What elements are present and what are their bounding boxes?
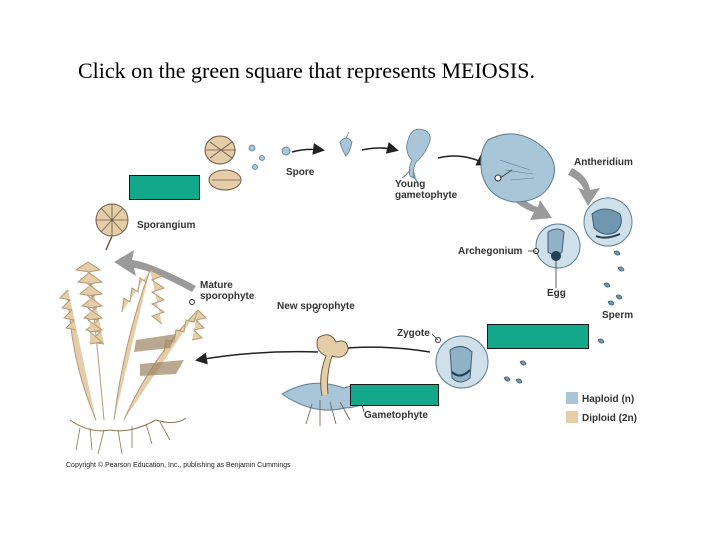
label-young-gametophyte-line1: Young — [395, 179, 426, 190]
label-sperm: Sperm — [602, 310, 634, 321]
young-gametophyte-illustration — [401, 128, 431, 183]
sporangium-illustrations — [95, 135, 242, 251]
label-mature-sporophyte-line2: sporophyte — [200, 291, 255, 302]
legend-label-haploid: Haploid (n) — [582, 394, 635, 405]
antheridium-illustration — [583, 197, 633, 247]
spore-illustrations — [248, 131, 353, 170]
new-sporophyte-illustration — [281, 307, 375, 426]
label-archegonium: Archegonium — [458, 246, 523, 257]
closed-sporangium-illustration — [95, 203, 129, 251]
copyright-notice: Copyright © Pearson Education, Inc., pub… — [66, 462, 291, 469]
mature-fern-illustration — [58, 261, 208, 455]
answer-box-gametophyte[interactable] — [350, 384, 439, 406]
opening-sporangium-illustration — [204, 135, 242, 191]
label-antheridium: Antheridium — [574, 157, 633, 168]
legend-swatch-haploid — [566, 392, 578, 404]
question-prompt: Click on the green square that represent… — [78, 58, 535, 83]
zygote-illustration — [435, 335, 489, 389]
leader-lines — [315, 169, 557, 413]
mature-gametophyte-illustration — [480, 133, 555, 203]
legend-label-diploid: Diploid (2n) — [582, 413, 637, 424]
label-gametophyte: Gametophyte — [364, 410, 428, 421]
sperm-illustrations — [503, 250, 625, 384]
label-sporangium: Sporangium — [137, 220, 196, 231]
label-new-sporophyte: New sporophyte — [277, 301, 355, 312]
label-spore: Spore — [286, 167, 315, 178]
label-zygote: Zygote — [397, 328, 430, 339]
label-egg: Egg — [547, 288, 566, 299]
archegonium-illustration — [533, 223, 581, 269]
legend-swatch-diploid — [566, 411, 578, 423]
answer-box-fertilization[interactable] — [487, 324, 589, 349]
label-young-gametophyte-line2: gametophyte — [395, 190, 458, 201]
label-mature-sporophyte-line1: Mature — [200, 280, 233, 291]
answer-box-sporangium[interactable] — [129, 175, 200, 200]
